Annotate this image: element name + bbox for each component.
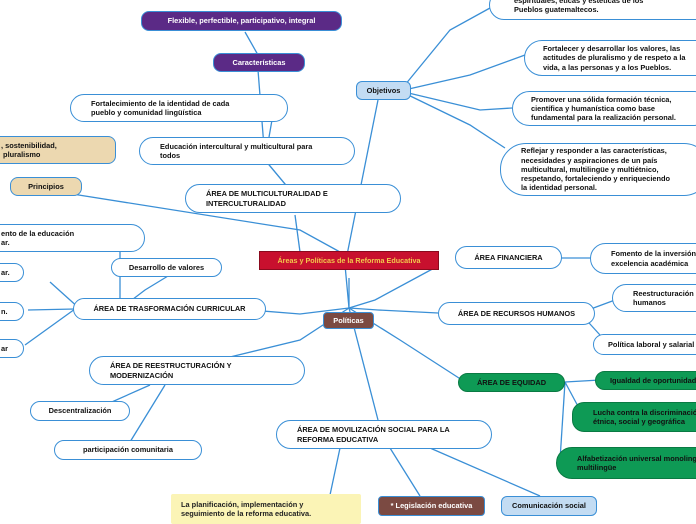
objetivo-item[interactable]: Promover una sólida formación técnica, c… <box>512 91 696 126</box>
objetivo-item-text: espirituales, éticas y estéticas de los … <box>514 0 644 14</box>
transformacion-item[interactable]: ar <box>0 339 24 358</box>
area-financiera-label: ÁREA FINANCIERA <box>474 252 543 262</box>
area-multiculturalidad[interactable]: ÁREA DE MULTICULTURALIDAD E INTERCULTURA… <box>185 184 401 213</box>
recursos-humanos-item[interactable]: Política laboral y salarial <box>593 334 696 355</box>
planning-note-text: La planificación, implementación y segui… <box>181 499 312 518</box>
area-equidad-label: ÁREA DE EQUIDAD <box>476 377 547 387</box>
caracteristicas-label: Características <box>232 57 286 67</box>
principios-label: Principios <box>28 181 64 191</box>
recursos-humanos-item[interactable]: Reestructuración humanos <box>612 284 696 312</box>
recursos-humanos-item-text: Política laboral y salarial <box>608 339 695 349</box>
multiculturalidad-item-text: Educación intercultural y multicultural … <box>160 141 313 160</box>
comunicacion-social-text: Comunicación social <box>512 501 586 511</box>
main-title[interactable]: Áreas y Políticas de la Reforma Educativ… <box>259 251 439 270</box>
main-title-text: Áreas y Políticas de la Reforma Educativ… <box>277 256 421 265</box>
transformacion-item-text: ar <box>1 343 8 353</box>
transformacion-item[interactable]: ar. <box>0 263 24 282</box>
equidad-item[interactable]: Igualdad de oportunidades <box>595 371 696 390</box>
politicas-label: Políticas <box>333 315 364 325</box>
multiculturalidad-item[interactable]: Educación intercultural y multicultural … <box>139 137 355 165</box>
area-multiculturalidad-label: ÁREA DE MULTICULTURALIDAD E INTERCULTURA… <box>206 189 328 208</box>
recursos-humanos-item-text: Reestructuración humanos <box>633 288 694 307</box>
principios-item-text: , sostenibilidad, pluralismo <box>1 140 57 159</box>
caracteristicas-item[interactable]: Flexible, perfectible, participativo, in… <box>141 11 342 31</box>
area-recursos-humanos-label: ÁREA DE RECURSOS HUMANOS <box>457 308 576 318</box>
objetivo-item[interactable]: espirituales, éticas y estéticas de los … <box>489 0 696 20</box>
desarrollo-valores[interactable]: Desarrollo de valores <box>111 258 222 277</box>
legislacion-educativa-text: * Legislación educativa <box>390 501 473 511</box>
reestructuracion-item[interactable]: participación comunitaria <box>54 440 202 460</box>
transformacion-item-text: n. <box>1 306 8 316</box>
area-transformacion-label: ÁREA DE TRASFORMACIÓN CURRICULAR <box>93 304 246 314</box>
desarrollo-valores-text: Desarrollo de valores <box>128 262 205 272</box>
objetivos-label: Objetivos <box>366 85 401 95</box>
objetivo-item-text: Promover una sólida formación técnica, c… <box>531 94 676 123</box>
politicas-node[interactable]: Políticas <box>323 312 374 329</box>
reestructuracion-item-text: Descentralización <box>48 406 112 416</box>
caracteristicas-node[interactable]: Características <box>213 53 305 72</box>
financiera-item-text: Fomento de la inversión excelencia acadé… <box>611 249 696 268</box>
equidad-item-text: Alfabetización universal monolingüe y mu… <box>577 453 696 472</box>
objetivo-item[interactable]: Fortalecer y desarrollar los valores, la… <box>524 40 696 76</box>
caracteristicas-item-text: Flexible, perfectible, participativo, in… <box>167 16 316 26</box>
area-recursos-humanos[interactable]: ÁREA DE RECURSOS HUMANOS <box>438 302 595 325</box>
multiculturalidad-item-text: Fortalecimiento de la identidad de cada … <box>91 98 230 117</box>
objetivos-node[interactable]: Objetivos <box>356 81 411 100</box>
area-reestructuracion-label: ÁREA DE REESTRUCTURACIÓN Y MODERNIZACIÓN <box>110 361 232 380</box>
multiculturalidad-item[interactable]: Fortalecimiento de la identidad de cada … <box>70 94 288 122</box>
legislacion-educativa[interactable]: * Legislación educativa <box>378 496 485 516</box>
principios-item[interactable]: , sostenibilidad, pluralismo <box>0 136 116 164</box>
transformacion-item[interactable]: n. <box>0 302 24 321</box>
area-financiera[interactable]: ÁREA FINANCIERA <box>455 246 562 269</box>
transformacion-item-text: ento de la educación ar. <box>1 228 75 247</box>
equidad-item[interactable]: Alfabetización universal monolingüe y mu… <box>556 447 696 479</box>
area-movilizacion-label: ÁREA DE MOVILIZACIÓN SOCIAL PARA LA REFO… <box>297 425 450 444</box>
equidad-item[interactable]: Lucha contra la discriminación étnica, s… <box>572 402 696 432</box>
transformacion-item[interactable]: ento de la educación ar. <box>0 224 145 252</box>
financiera-item[interactable]: Fomento de la inversión excelencia acadé… <box>590 243 696 274</box>
principios-node[interactable]: Principios <box>10 177 82 196</box>
equidad-item-text: Lucha contra la discriminación étnica, s… <box>593 407 696 426</box>
area-movilizacion[interactable]: ÁREA DE MOVILIZACIÓN SOCIAL PARA LA REFO… <box>276 420 492 449</box>
objetivo-item-text: Fortalecer y desarrollar los valores, la… <box>543 44 686 72</box>
reestructuracion-item[interactable]: Descentralización <box>30 401 130 421</box>
transformacion-item-text: ar. <box>1 267 10 277</box>
reestructuracion-item-text: participación comunitaria <box>83 445 173 455</box>
comunicacion-social[interactable]: Comunicación social <box>501 496 597 516</box>
planning-note: La planificación, implementación y segui… <box>171 494 361 524</box>
objetivo-item-text: Reflejar y responder a las característic… <box>521 146 671 193</box>
area-equidad[interactable]: ÁREA DE EQUIDAD <box>458 373 565 392</box>
objetivo-item[interactable]: Reflejar y responder a las característic… <box>500 143 696 196</box>
area-transformacion[interactable]: ÁREA DE TRASFORMACIÓN CURRICULAR <box>73 298 266 320</box>
area-reestructuracion[interactable]: ÁREA DE REESTRUCTURACIÓN Y MODERNIZACIÓN <box>89 356 305 385</box>
equidad-item-text: Igualdad de oportunidades <box>610 375 696 385</box>
